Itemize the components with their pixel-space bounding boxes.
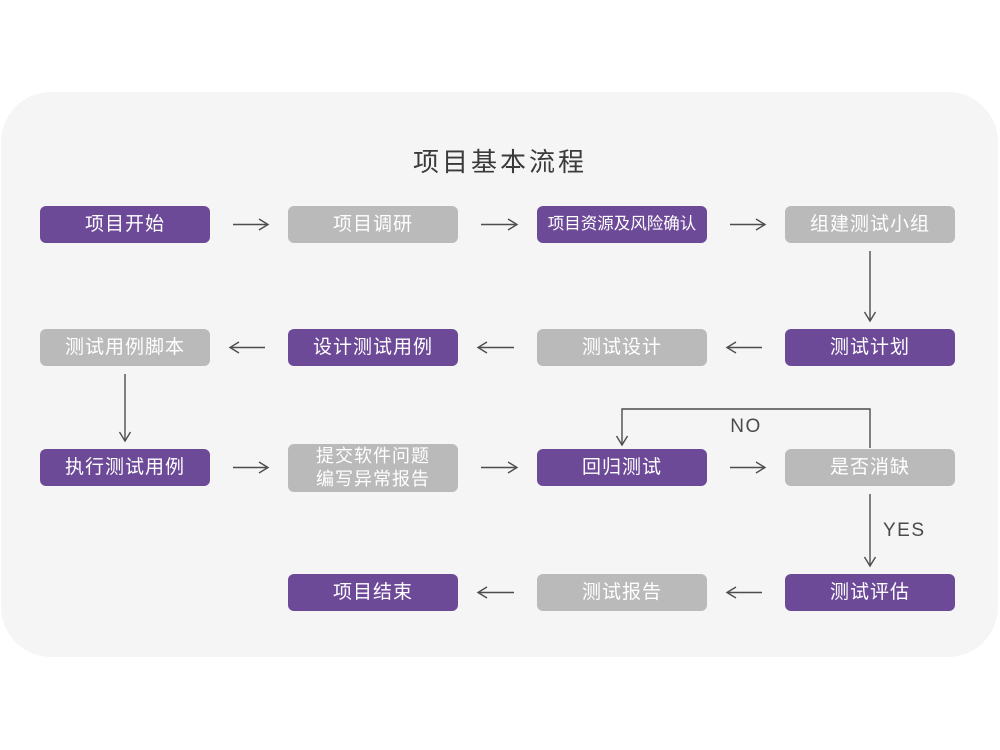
- flow-node-build-test-team: 组建测试小组: [785, 206, 955, 243]
- flow-node-label: 测试用例脚本: [64, 337, 185, 358]
- no-label: NO: [730, 416, 762, 437]
- flow-node-label: 项目调研: [332, 214, 413, 235]
- yes-label: YES: [883, 520, 926, 541]
- flow-node-execute-cases: 执行测试用例: [40, 449, 210, 486]
- flow-node-label: 项目开始: [84, 214, 165, 235]
- flow-node-label: 回归测试: [581, 457, 662, 478]
- flow-node-label: 项目结束: [332, 582, 413, 603]
- diagram-card: [1, 92, 998, 657]
- flow-node-risk-confirm: 项目资源及风险确认: [537, 206, 707, 243]
- flow-node-label: 执行测试用例: [64, 457, 185, 478]
- flow-node-label: 测试计划: [829, 337, 910, 358]
- flow-node-case-script: 测试用例脚本: [40, 329, 210, 366]
- flow-node-test-design: 测试设计: [537, 329, 707, 366]
- flow-node-project-research: 项目调研: [288, 206, 458, 243]
- flow-node-project-start: 项目开始: [40, 206, 210, 243]
- flow-node-regression-test: 回归测试: [537, 449, 707, 486]
- flow-node-label: 是否消缺: [829, 457, 910, 478]
- flow-node-project-end: 项目结束: [288, 574, 458, 611]
- flow-node-label: 设计测试用例: [312, 337, 433, 358]
- flow-node-label-line: 提交软件问题: [316, 445, 430, 466]
- flow-node-label: 项目资源及风险确认: [547, 215, 697, 233]
- flow-node-label: 测试报告: [581, 582, 662, 603]
- flow-node-label: 测试设计: [581, 337, 662, 358]
- flow-node-label-line: 编写异常报告: [316, 468, 430, 489]
- diagram-title: 项目基本流程: [412, 147, 587, 177]
- flow-node-test-plan: 测试计划: [785, 329, 955, 366]
- flow-node-submit-issues: 提交软件问题编写异常报告: [288, 443, 458, 492]
- flow-node-defect-cleared: 是否消缺: [785, 449, 955, 486]
- flow-node-test-report: 测试报告: [537, 574, 707, 611]
- arrow-defect-cleared-regression-test: [615, 408, 871, 448]
- flow-node-test-evaluate: 测试评估: [785, 574, 955, 611]
- flow-node-design-cases: 设计测试用例: [288, 329, 458, 366]
- flow-node-label: 组建测试小组: [809, 214, 930, 235]
- flow-node-label: 测试评估: [829, 582, 910, 603]
